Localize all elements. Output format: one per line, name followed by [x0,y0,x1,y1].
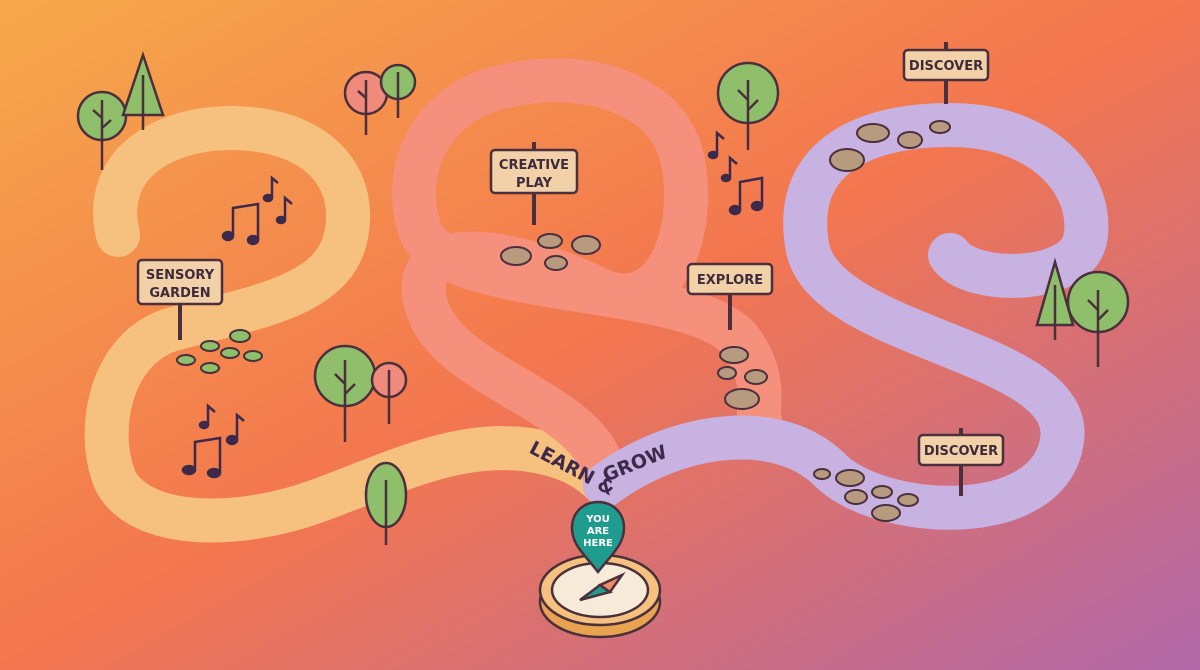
tree-icon [121,51,165,130]
sign-label: DISCOVER [924,444,998,459]
music-notes [181,130,764,479]
signpost-discover-bottom: DISCOVER [917,428,1005,496]
music-note-icon [275,195,293,225]
sign-label: CREATIVE [499,158,569,173]
stones [500,120,951,522]
music-note-icon [181,436,222,479]
map-pin-icon: YOU ARE HERE [570,500,626,575]
tree-icon [76,90,128,170]
music-note-icon [225,412,245,446]
pin-label: YOU [585,514,610,525]
signpost-explore: EXPLORE [686,262,774,330]
tree-icon [1066,270,1130,367]
pink-path [392,58,782,502]
music-note-icon [198,403,216,430]
signpost-creative-play: CREATIVE PLAY [489,142,579,225]
trees [76,51,1130,545]
pin-label: HERE [583,538,613,549]
music-note-icon [707,130,725,160]
signpost-discover-top: DISCOVER [902,42,990,104]
tree-icon [364,461,408,545]
tree-icon [370,361,408,424]
music-note-icon [221,202,260,246]
music-note-icon [720,155,738,183]
sign-label: SENSORY [146,268,215,283]
orange-path [84,106,627,543]
sign-label: DISCOVER [909,59,983,74]
pin-label: ARE [587,526,609,537]
tree-icon [1035,257,1075,340]
music-note-icon [728,176,764,216]
tree-icon [379,63,417,118]
sign-label: GARDEN [149,286,210,301]
sign-label: PLAY [516,176,553,191]
sign-label: EXPLORE [697,273,763,288]
music-note-icon [262,175,279,203]
signpost-sensory-garden: SENSORY GARDEN [136,258,224,340]
tree-icon [716,61,780,150]
tree-icon [343,70,389,135]
garden-stones [176,329,263,374]
purple-path [583,103,1109,530]
